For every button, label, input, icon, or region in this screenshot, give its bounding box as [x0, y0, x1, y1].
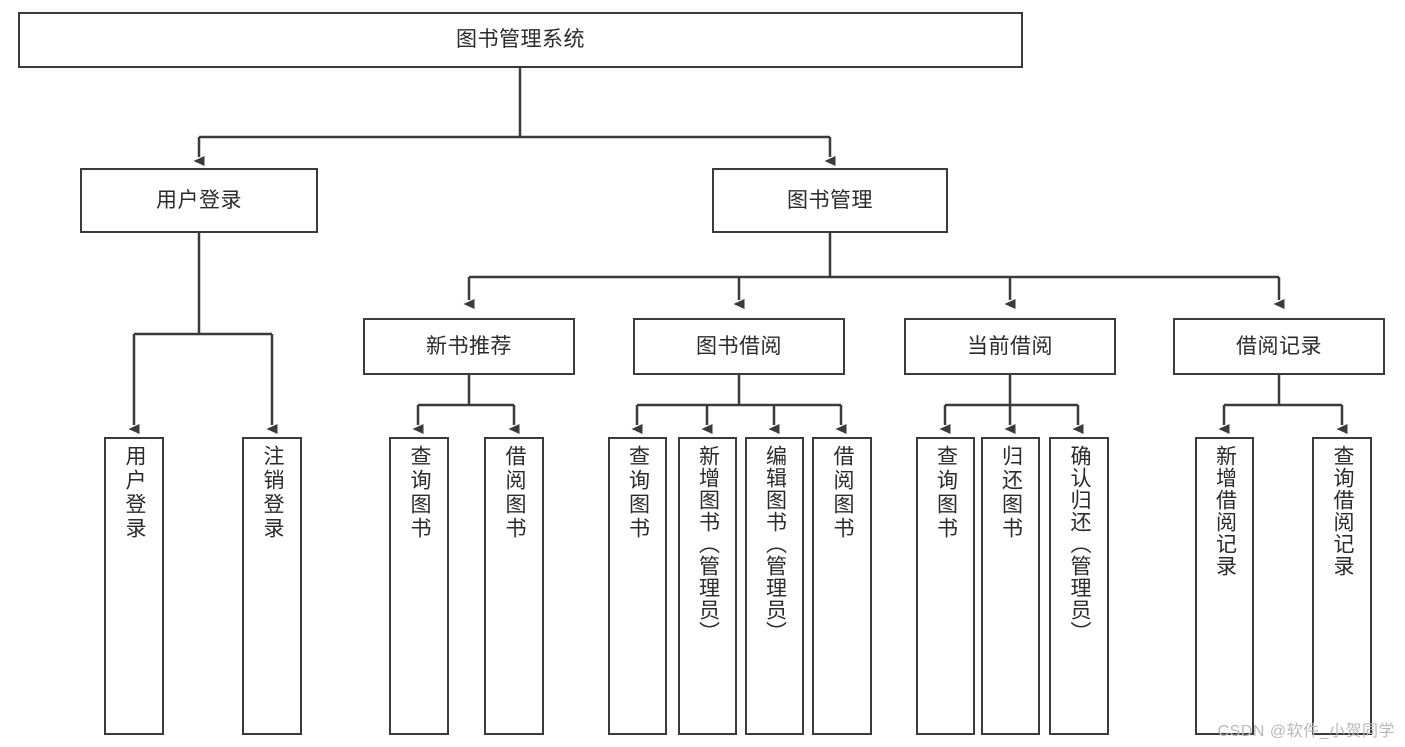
node-leaf-query-books-recommend[interactable]: 查询图书	[389, 437, 449, 735]
node-user-login-label: 用户登录	[156, 188, 242, 212]
node-leaf-label: 查询图书	[934, 445, 958, 541]
node-borrow-records-label: 借阅记录	[1236, 334, 1322, 358]
node-leaf-return-books[interactable]: 归还图书	[981, 437, 1040, 735]
node-leaf-add-book-admin[interactable]: 新增图书（管理员）	[678, 437, 737, 735]
node-root-label: 图书管理系统	[456, 28, 585, 52]
node-current-borrow-label: 当前借阅	[967, 334, 1053, 358]
node-leaf-query-books[interactable]: 查询图书	[608, 437, 667, 735]
node-leaf-label: 新增图书（管理员）	[696, 445, 720, 643]
node-leaf-label: 借阅图书	[503, 445, 527, 541]
node-borrow-records[interactable]: 借阅记录	[1173, 318, 1385, 375]
node-leaf-add-borrow-record[interactable]: 新增借阅记录	[1195, 437, 1254, 735]
node-leaf-label: 查询借阅记录	[1331, 445, 1355, 577]
node-leaf-label: 查询图书	[408, 445, 432, 541]
node-leaf-query-borrow-record[interactable]: 查询借阅记录	[1312, 437, 1372, 735]
node-leaf-user-login[interactable]: 用户登录	[104, 437, 164, 735]
node-book-management-label: 图书管理	[787, 188, 873, 212]
node-leaf-edit-book-admin[interactable]: 编辑图书（管理员）	[745, 437, 804, 735]
node-leaf-borrow-books-recommend[interactable]: 借阅图书	[484, 437, 544, 735]
node-leaf-label: 确认归还（管理员）	[1068, 445, 1092, 643]
node-leaf-borrow-books[interactable]: 借阅图书	[812, 437, 872, 735]
node-new-book-recommendation-label: 新书推荐	[426, 334, 512, 358]
node-leaf-label: 归还图书	[999, 445, 1023, 541]
node-book-management[interactable]: 图书管理	[712, 168, 948, 233]
node-leaf-label: 编辑图书（管理员）	[763, 445, 787, 643]
node-book-borrow-label: 图书借阅	[696, 334, 782, 358]
node-current-borrow[interactable]: 当前借阅	[904, 318, 1116, 375]
node-leaf-label: 注销登录	[261, 445, 285, 541]
node-root[interactable]: 图书管理系统	[18, 12, 1023, 68]
node-leaf-label: 新增借阅记录	[1213, 445, 1237, 577]
node-leaf-label: 借阅图书	[831, 445, 855, 541]
node-user-login[interactable]: 用户登录	[80, 168, 318, 233]
node-leaf-label: 用户登录	[123, 445, 147, 541]
node-leaf-confirm-return-admin[interactable]: 确认归还（管理员）	[1049, 437, 1109, 735]
node-book-borrow[interactable]: 图书借阅	[633, 318, 845, 375]
watermark: CSDN @软件_小贺同学	[1217, 723, 1395, 740]
node-leaf-logout[interactable]: 注销登录	[242, 437, 302, 735]
node-leaf-label: 查询图书	[626, 445, 650, 541]
node-new-book-recommendation[interactable]: 新书推荐	[363, 318, 575, 375]
node-leaf-query-books-current[interactable]: 查询图书	[916, 437, 975, 735]
